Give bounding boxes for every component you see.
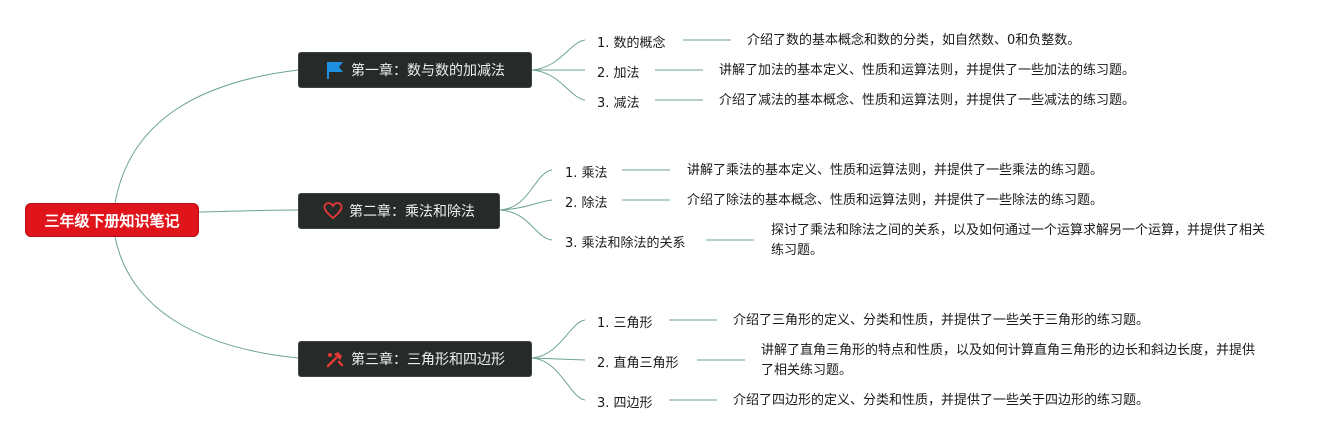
- topic-node[interactable]: 2. 直角三角形: [597, 356, 679, 371]
- topic-node[interactable]: 1. 乘法: [565, 166, 608, 181]
- topic-description: 讲解了加法的基本定义、性质和运算法则，并提供了一些加法的练习题。: [719, 63, 1136, 78]
- topic-description: 介绍了三角形的定义、分类和性质，并提供了一些关于三角形的练习题。: [733, 313, 1150, 328]
- flag-icon: [325, 60, 345, 80]
- link-ch1-t1: [531, 39, 586, 71]
- topic-description: 介绍了减法的基本概念、性质和运算法则，并提供了一些减法的练习题。: [719, 93, 1136, 108]
- link-ch2-t2: [499, 199, 553, 211]
- heart-icon: [323, 201, 343, 221]
- topic-description: 介绍了数的基本概念和数的分类，如自然数、0和负整数。: [747, 33, 1081, 48]
- tools-icon: [325, 349, 345, 369]
- chapter-title: 第二章：乘法和除法: [349, 204, 475, 220]
- chapter-title: 第一章：数与数的加减法: [351, 63, 505, 79]
- topic-description: 介绍了四边形的定义、分类和性质，并提供了一些关于四边形的练习题。: [733, 393, 1150, 408]
- link-root-ch3: [114, 236, 299, 359]
- link-ch2-t1: [499, 169, 553, 211]
- topic-description: 介绍了除法的基本概念、性质和运算法则，并提供了一些除法的练习题。: [687, 193, 1104, 208]
- topic-description: 讲解了直角三角形的特点和性质，以及如何计算直角三角形的边长和斜边长度，并提供了相…: [761, 343, 1256, 378]
- topic-description: 探讨了乘法和除法之间的关系，以及如何通过一个运算求解另一个运算，并提供了相关练习…: [771, 223, 1266, 258]
- link-ch3-t1: [531, 319, 586, 359]
- chapter-node-1[interactable]: 第一章：数与数的加减法: [298, 52, 532, 88]
- chapter-node-3[interactable]: 第三章：三角形和四边形: [298, 341, 532, 377]
- topic-node[interactable]: 1. 三角形: [597, 316, 653, 331]
- topic-node[interactable]: 2. 加法: [597, 66, 640, 81]
- chapter-node-2[interactable]: 第二章：乘法和除法: [298, 193, 500, 229]
- topic-node[interactable]: 3. 减法: [597, 96, 640, 111]
- link-root-ch2: [198, 209, 299, 213]
- link-ch3-t3: [531, 357, 586, 401]
- link-ch2-t3: [499, 209, 553, 241]
- root-node[interactable]: 三年级下册知识笔记: [25, 203, 199, 237]
- chapter-title: 第三章：三角形和四边形: [351, 352, 505, 368]
- topic-node[interactable]: 3. 乘法和除法的关系: [565, 236, 686, 251]
- link-root-ch1: [114, 69, 299, 204]
- link-ch1-t3: [531, 69, 586, 101]
- topic-node[interactable]: 2. 除法: [565, 196, 608, 211]
- topic-description: 讲解了乘法的基本定义、性质和运算法则，并提供了一些乘法的练习题。: [687, 163, 1104, 178]
- root-label: 三年级下册知识笔记: [44, 211, 180, 230]
- link-ch3-t2: [531, 357, 586, 361]
- topic-node[interactable]: 1. 数的概念: [597, 36, 666, 51]
- topic-node[interactable]: 3. 四边形: [597, 396, 653, 411]
